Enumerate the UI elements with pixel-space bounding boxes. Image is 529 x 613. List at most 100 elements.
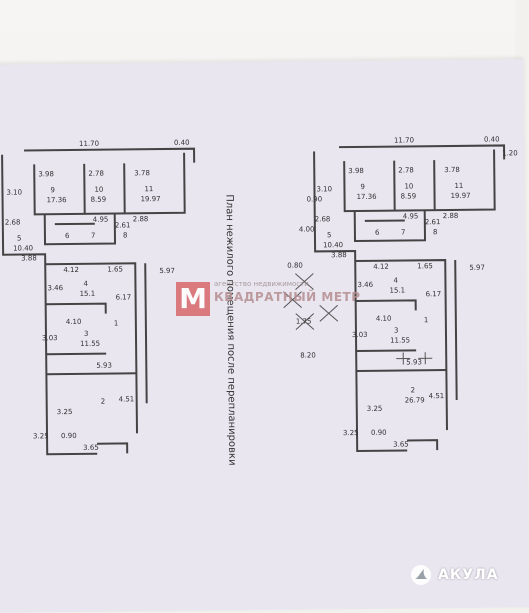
room5-num: 5 <box>17 235 22 243</box>
room9-num: 9 <box>50 186 55 194</box>
room9-area: 17.36 <box>47 196 68 204</box>
r-room10-num: 10 <box>404 182 413 190</box>
dim-410: 4.10 <box>66 318 82 326</box>
agency-logo-icon: M <box>176 282 210 316</box>
r-dim-365: 3.65 <box>393 440 409 448</box>
r-dim-090b: 0.90 <box>307 195 323 203</box>
dim-451: 4.51 <box>119 395 135 403</box>
agency-watermark: M агентство недвижимости КВАДРАТНЫЙ МЕТР <box>176 280 360 320</box>
dim-325: 3.25 <box>57 408 73 416</box>
room4-area: 15.1 <box>80 290 96 298</box>
dim-303: 3.03 <box>42 334 58 342</box>
r-room5-num: 5 <box>327 231 332 239</box>
r-dim-165: 1.65 <box>417 262 433 270</box>
shark-fin-icon <box>411 565 431 585</box>
dim-495: 4.95 <box>93 216 109 224</box>
r-dim-room9: 3.98 <box>348 167 364 175</box>
r-dim-617: 6.17 <box>426 290 442 298</box>
dim-room9: 3.98 <box>38 170 54 178</box>
agency-tagline: агентство недвижимости <box>214 280 309 288</box>
r-room2-num: 2 <box>411 386 416 394</box>
dim-346: 3.46 <box>47 284 63 292</box>
room8-num: 8 <box>123 231 128 239</box>
r-dim-303: 3.03 <box>352 331 368 339</box>
dim-288: 2.88 <box>133 215 149 223</box>
r-room3-area: 11.55 <box>390 336 410 344</box>
r-dim-325b: 3.25 <box>343 429 359 437</box>
r-dim-495: 4.95 <box>403 212 419 220</box>
r-dim-261: 2.61 <box>425 218 441 226</box>
r-room4-num: 4 <box>393 277 398 285</box>
dim-325b: 3.25 <box>33 432 49 440</box>
r-room8-num: 8 <box>433 228 438 236</box>
dim-261: 2.61 <box>115 221 131 229</box>
r-dim-120: 1.20 <box>502 149 518 157</box>
plan-title: План нежилого помещения после перепланир… <box>224 194 238 465</box>
r-dim-325: 3.25 <box>367 405 383 413</box>
dim-room11: 3.78 <box>134 169 150 177</box>
r-dim-090: 0.90 <box>371 429 387 437</box>
room2-num: 2 <box>101 398 106 406</box>
r-room4-area: 15.1 <box>389 286 405 294</box>
floor-plan-sheet: План нежилого помещения после перепланир… <box>0 59 529 613</box>
r-room11-area: 19.97 <box>451 192 471 200</box>
room1-num: 1 <box>114 319 119 327</box>
room10-num: 10 <box>94 186 103 194</box>
room7-num: 7 <box>91 232 96 240</box>
r-room9-num: 9 <box>360 183 365 191</box>
r-room2-area: 26.79 <box>405 396 425 404</box>
dim-412: 4.12 <box>63 266 79 274</box>
r-room3-num: 3 <box>394 327 399 335</box>
room4-num: 4 <box>83 280 88 288</box>
r-dim-410: 4.10 <box>376 315 392 323</box>
r-room5-area: 10.40 <box>323 241 343 249</box>
agency-name: КВАДРАТНЫЙ МЕТР <box>214 290 361 304</box>
r-dim-451: 4.51 <box>429 392 445 400</box>
room10-area: 8.59 <box>91 196 107 204</box>
room6-num: 6 <box>65 232 70 240</box>
r-dim-top-right: 0.40 <box>484 135 500 143</box>
dim-room10: 2.78 <box>88 170 104 178</box>
r-room9-area: 17.36 <box>357 193 378 201</box>
r-dim-top-width: 11.70 <box>394 136 414 144</box>
dim-top-right: 0.40 <box>174 139 190 147</box>
dim-365: 3.65 <box>83 444 99 452</box>
r-dim-412: 4.12 <box>373 263 389 271</box>
r-room6-num: 6 <box>375 229 380 237</box>
room3-num: 3 <box>84 330 89 338</box>
dim-388: 3.88 <box>21 254 37 262</box>
dim-top-width: 11.70 <box>79 140 99 148</box>
r-dim-400: 4.00 <box>299 225 315 233</box>
r-room7-num: 7 <box>401 228 406 236</box>
r-dim-388: 3.88 <box>331 251 347 259</box>
r-dim-820: 8.20 <box>300 351 316 359</box>
r-dim-room10: 2.78 <box>398 166 414 174</box>
room11-num: 11 <box>144 185 153 193</box>
r-room10-area: 8.59 <box>401 192 417 200</box>
r-dim-593: 5.93 <box>406 358 422 366</box>
r-dim-346: 3.46 <box>357 281 373 289</box>
dim-593: 5.93 <box>96 362 112 370</box>
r-dim-597: 5.97 <box>469 264 485 272</box>
dim-268: 2.68 <box>5 219 21 227</box>
dim-310: 3.10 <box>6 188 22 196</box>
r-dim-268: 2.68 <box>315 215 331 223</box>
dim-597: 5.97 <box>159 267 175 275</box>
room11-area: 19.97 <box>141 195 161 203</box>
r-dim-310: 3.10 <box>316 185 332 193</box>
brand-watermark: АКУЛА <box>410 560 499 590</box>
r-dim-175: 1.75 <box>296 317 312 325</box>
brand-name: АКУЛА <box>438 567 499 583</box>
room3-area: 11.55 <box>80 340 100 348</box>
dim-617: 6.17 <box>116 293 132 301</box>
r-room11-num: 11 <box>454 182 463 190</box>
r-dim-room11: 3.78 <box>444 166 460 174</box>
floor-plan-drawing: План нежилого помещения после перепланир… <box>1 135 518 466</box>
r-dim-288: 2.88 <box>443 212 459 220</box>
dim-165: 1.65 <box>107 265 123 273</box>
r-dim-080: 0.80 <box>287 262 303 270</box>
r-room1-num: 1 <box>424 316 429 324</box>
room5-area: 10.40 <box>13 244 33 252</box>
dim-090: 0.90 <box>61 432 77 440</box>
